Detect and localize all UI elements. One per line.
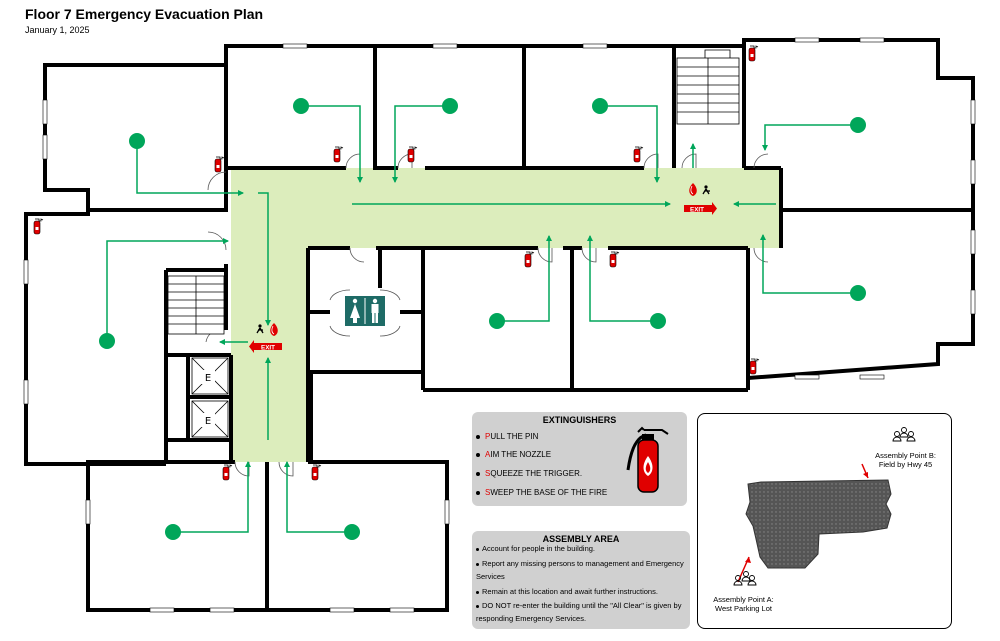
assembly-note: Account for people in the building.	[476, 542, 688, 555]
windows	[23, 37, 976, 613]
assembly-panel: ASSEMBLY AREA Account for people in the …	[472, 531, 690, 629]
assembly-point-a-label: Assembly Point A:West Parking Lot	[713, 595, 774, 613]
assembly-note: Report any missing persons to management…	[476, 559, 684, 581]
evacuation-routes	[106, 105, 858, 533]
people-group-icon	[892, 427, 916, 442]
assembly-title: ASSEMBLY AREA	[542, 534, 620, 544]
doors	[205, 153, 769, 477]
extinguisher-step: AIM THE NOZZLE	[476, 450, 551, 459]
extinguisher-step: SWEEP THE BASE OF THE FIRE	[476, 488, 607, 497]
extinguisher-step: SQUEEZE THE TRIGGER.	[476, 469, 582, 478]
stairs-icon	[676, 49, 740, 125]
building-footprint	[733, 427, 916, 586]
extinguishers-panel: EXTINGUISHERS PULL THE PIN AIM THE NOZZL…	[472, 412, 687, 506]
exit-sign: EXIT	[684, 183, 717, 215]
restroom-icon	[345, 296, 385, 326]
exit-label: EXIT	[261, 344, 275, 351]
assembly-map: Assembly Point B:Field by Hwy 45 Assembl…	[697, 413, 952, 629]
assembly-note: DO NOT re-enter the building until the "…	[476, 601, 682, 623]
exit-label: EXIT	[690, 206, 704, 213]
room-markers	[99, 98, 866, 540]
people-group-icon	[733, 571, 757, 586]
stairs-icon	[167, 275, 225, 335]
elevator-label: E	[205, 416, 211, 427]
assembly-point-b-label: Assembly Point B:Field by Hwy 45	[875, 451, 936, 469]
fire-extinguisher-icon	[626, 426, 669, 493]
page-title: Floor 7 Emergency Evacuation Plan	[25, 6, 264, 22]
assembly-note: Remain at this location and await furthe…	[476, 585, 688, 598]
elevator-label: E	[205, 373, 211, 384]
extinguisher-step: PULL THE PIN	[476, 432, 538, 441]
walls	[24, 38, 975, 612]
exit-sign: EXIT	[249, 323, 282, 353]
extinguishers-title: EXTINGUISHERS	[542, 415, 617, 425]
plan-date: January 1, 2025	[25, 25, 90, 35]
